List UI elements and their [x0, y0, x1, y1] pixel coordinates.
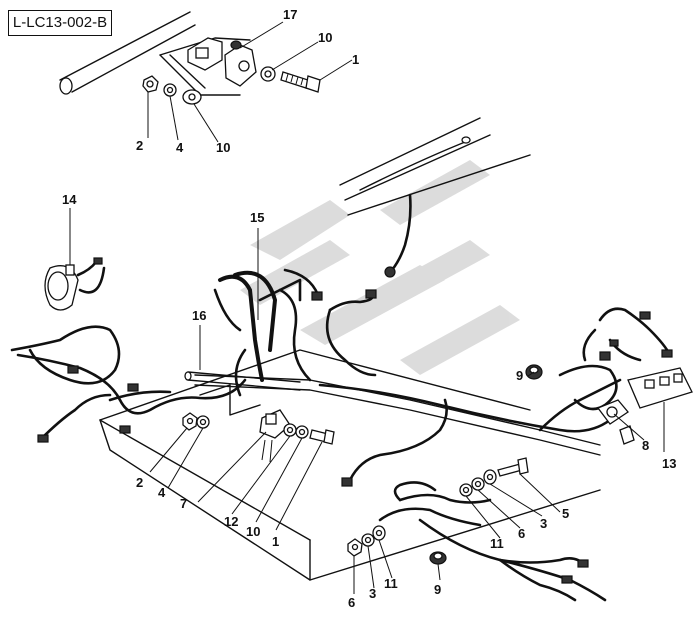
callout-16: 16: [192, 308, 206, 323]
callout-3-right: 3: [540, 516, 547, 531]
switch-panel: [627, 367, 693, 409]
watermark: [240, 160, 520, 375]
callout-9-bottom: 9: [434, 582, 441, 597]
mounting-rod: [184, 371, 301, 391]
diagram-code-label: L-LC13-002-B: [8, 10, 112, 36]
callout-17: 17: [283, 7, 297, 22]
callout-2-top: 2: [136, 138, 143, 153]
callout-3-bottom: 3: [369, 586, 376, 601]
callout-14: 14: [62, 192, 77, 207]
fasteners-left: [182, 412, 210, 431]
callout-6-bottom: 6: [348, 595, 355, 610]
callout-4-top: 4: [176, 140, 184, 155]
callout-7: 7: [180, 496, 187, 511]
callout-13: 13: [662, 456, 676, 471]
callout-9-right: 9: [516, 368, 523, 383]
wiring-harness: [10, 193, 673, 602]
grommet-right: [525, 364, 543, 380]
callout-12: 12: [224, 514, 238, 529]
leader-lines: [69, 21, 665, 594]
right-switch: [596, 399, 635, 445]
grommet-bottom: [429, 551, 447, 565]
center-washers: [283, 423, 335, 445]
callout-5: 5: [562, 506, 569, 521]
callout-11-right: 11: [490, 536, 504, 551]
callout-6-right: 6: [518, 526, 525, 541]
callout-4-left: 4: [158, 485, 166, 500]
callout-10-top-left: 10: [216, 140, 230, 155]
center-switch: [259, 409, 291, 463]
dashboard-panel: [99, 349, 601, 581]
callout-11-bottom: 11: [384, 576, 398, 591]
switch-bracket: [187, 37, 257, 87]
callout-8: 8: [642, 438, 649, 453]
windscreen-frame-right: [339, 117, 531, 216]
callout-2-left: 2: [136, 475, 143, 490]
fasteners-top-left: [142, 75, 202, 105]
screw-top: [280, 71, 321, 93]
callout-1-center: 1: [272, 534, 279, 549]
horn: [44, 257, 106, 311]
washer-top: [260, 66, 276, 82]
callout-10-top: 10: [318, 30, 332, 45]
callout-15: 15: [250, 210, 264, 225]
fasteners-right: [459, 457, 529, 497]
callout-1-top: 1: [352, 52, 359, 67]
windscreen-frame-top: [59, 11, 251, 96]
callout-10-center: 10: [246, 524, 260, 539]
callout-labels: 17 10 1 2 4 10 14 15 16 9 13 8 2 4 7 12 …: [62, 7, 676, 610]
